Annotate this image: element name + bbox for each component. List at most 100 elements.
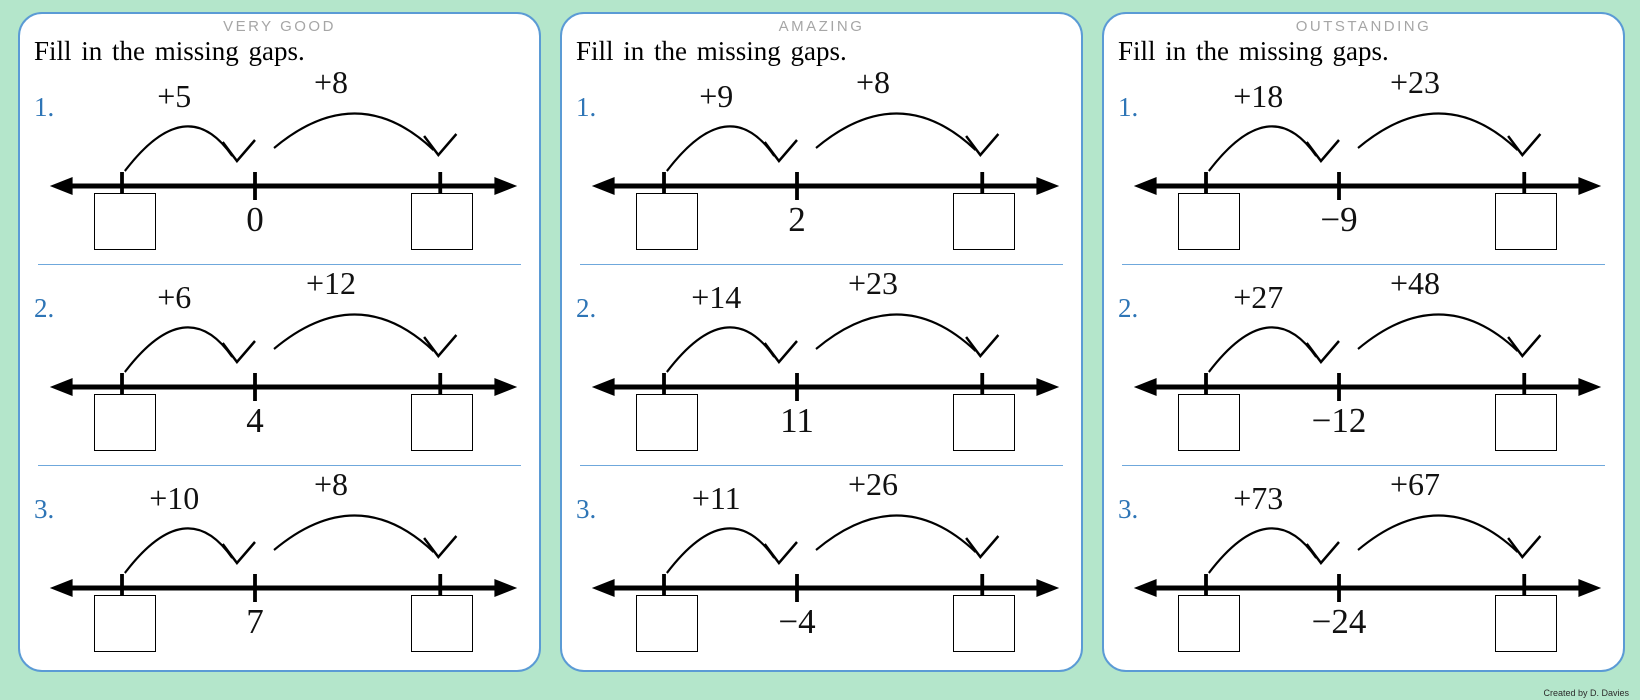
answer-box-right[interactable] — [410, 394, 473, 451]
jump-arrowhead-2 — [1507, 133, 1542, 158]
jump2-label: +12 — [305, 265, 357, 301]
jump-arrowhead-1 — [221, 139, 256, 164]
jump2-label: +23 — [1389, 64, 1441, 100]
jump2-label: +26 — [847, 466, 899, 502]
answer-box-left[interactable] — [1178, 193, 1241, 250]
answer-box-left[interactable] — [94, 394, 157, 451]
jump-arrowhead-1 — [1305, 340, 1340, 365]
center-value: 4 — [246, 401, 264, 440]
problem-1: 1. +9 +8 2 — [574, 64, 1069, 262]
right-arrowhead-icon — [1578, 579, 1602, 597]
right-arrowhead-icon — [494, 579, 518, 597]
problem-1: 1. +18 +23 −9 — [1116, 64, 1611, 262]
jump1-label: +27 — [1233, 279, 1284, 315]
answer-box-right[interactable] — [952, 394, 1015, 451]
problem-divider — [580, 465, 1063, 466]
answer-box-right[interactable] — [1494, 394, 1557, 451]
instruction-text: Fill in the missing gaps. — [576, 36, 847, 66]
problem-number: 2. — [576, 293, 597, 323]
numberline-figure: +9 +8 2 — [588, 64, 1063, 262]
numberline-figure: +27 +48 −12 — [1130, 265, 1605, 463]
jump1-label: +10 — [149, 480, 200, 516]
jump1-label: +11 — [691, 480, 741, 516]
problem-3: 3. +11 +26 −4 — [574, 466, 1069, 664]
problem-number: 3. — [576, 494, 597, 524]
panel-title: OUTSTANDING — [1295, 18, 1432, 35]
right-arrowhead-icon — [1578, 177, 1602, 195]
problem-number: 1. — [1118, 92, 1139, 122]
left-arrowhead-icon — [1133, 177, 1157, 195]
jump-arc-2 — [815, 112, 977, 151]
jump-arrowhead-2 — [423, 334, 458, 359]
numberline-figure: +18 +23 −9 — [1130, 64, 1605, 262]
problem-divider — [1122, 465, 1605, 466]
center-value: −9 — [1320, 200, 1358, 239]
jump1-label: +73 — [1233, 480, 1284, 516]
answer-box-right[interactable] — [1494, 595, 1557, 652]
answer-box-right[interactable] — [952, 595, 1015, 652]
answer-box-left[interactable] — [1178, 595, 1241, 652]
numberline-figure: +6 +12 4 — [46, 265, 521, 463]
problem-divider — [1122, 264, 1605, 265]
answer-box-left[interactable] — [94, 595, 157, 652]
right-arrowhead-icon — [1036, 177, 1060, 195]
jump-arrowhead-1 — [221, 541, 256, 566]
jump-arrowhead-2 — [965, 535, 1000, 560]
center-value: 0 — [246, 200, 264, 239]
jump1-label: +5 — [157, 78, 192, 114]
numberline-svg — [1133, 313, 1602, 401]
problem-divider — [38, 264, 521, 265]
jump2-label: +48 — [1389, 265, 1441, 301]
answer-box-left[interactable] — [636, 193, 699, 250]
center-value: 7 — [246, 602, 264, 641]
left-arrowhead-icon — [591, 177, 615, 195]
numberline-svg — [591, 112, 1060, 200]
problem-number: 1. — [576, 92, 597, 122]
center-value: −12 — [1311, 401, 1367, 440]
jump-arrowhead-2 — [1507, 535, 1542, 560]
panel-very-good: VERY GOOD Fill in the missing gaps. 1. +… — [18, 12, 541, 672]
answer-box-left[interactable] — [636, 394, 699, 451]
jump1-label: +14 — [691, 279, 742, 315]
numberline-figure: +73 +67 −24 — [1130, 466, 1605, 664]
answer-box-left[interactable] — [636, 595, 699, 652]
jump-arc-1 — [666, 527, 776, 574]
problem-number: 2. — [34, 293, 55, 323]
jump2-label: +8 — [313, 466, 349, 502]
jump2-label: +23 — [847, 265, 899, 301]
jump-arrowhead-2 — [965, 133, 1000, 158]
jump-arc-2 — [815, 514, 977, 553]
problem-divider — [580, 264, 1063, 265]
left-arrowhead-icon — [591, 378, 615, 396]
center-value: −24 — [1311, 602, 1367, 641]
answer-box-right[interactable] — [1494, 193, 1557, 250]
answer-box-left[interactable] — [1178, 394, 1241, 451]
jump-arrowhead-2 — [423, 535, 458, 560]
jump2-label: +8 — [855, 64, 891, 100]
answer-box-right[interactable] — [410, 595, 473, 652]
left-arrowhead-icon — [1133, 378, 1157, 396]
answer-box-right[interactable] — [410, 193, 473, 250]
jump-arc-1 — [124, 125, 234, 172]
numberline-figure: +14 +23 11 — [588, 265, 1063, 463]
answer-box-right[interactable] — [952, 193, 1015, 250]
problem-number: 3. — [34, 494, 55, 524]
jump-arrowhead-2 — [965, 334, 1000, 359]
left-arrowhead-icon — [1133, 579, 1157, 597]
jump-arc-2 — [1357, 514, 1519, 553]
jump2-label: +8 — [313, 64, 349, 100]
jump-arc-1 — [124, 326, 234, 373]
panel-outstanding: OUTSTANDING Fill in the missing gaps. 1. — [1102, 12, 1625, 672]
jump-arc-1 — [1208, 527, 1318, 574]
numberline-svg — [1133, 112, 1602, 200]
jump1-label: +9 — [699, 78, 734, 114]
jump-arc-2 — [273, 514, 435, 553]
answer-box-left[interactable] — [94, 193, 157, 250]
jump1-label: +6 — [157, 279, 192, 315]
numberline-svg — [591, 514, 1060, 602]
problem-3: 3. +73 +67 −24 — [1116, 466, 1611, 664]
problem-2: 2. +6 +12 4 — [32, 265, 527, 463]
jump-arrowhead-1 — [763, 541, 798, 566]
jump-arc-1 — [1208, 125, 1318, 172]
